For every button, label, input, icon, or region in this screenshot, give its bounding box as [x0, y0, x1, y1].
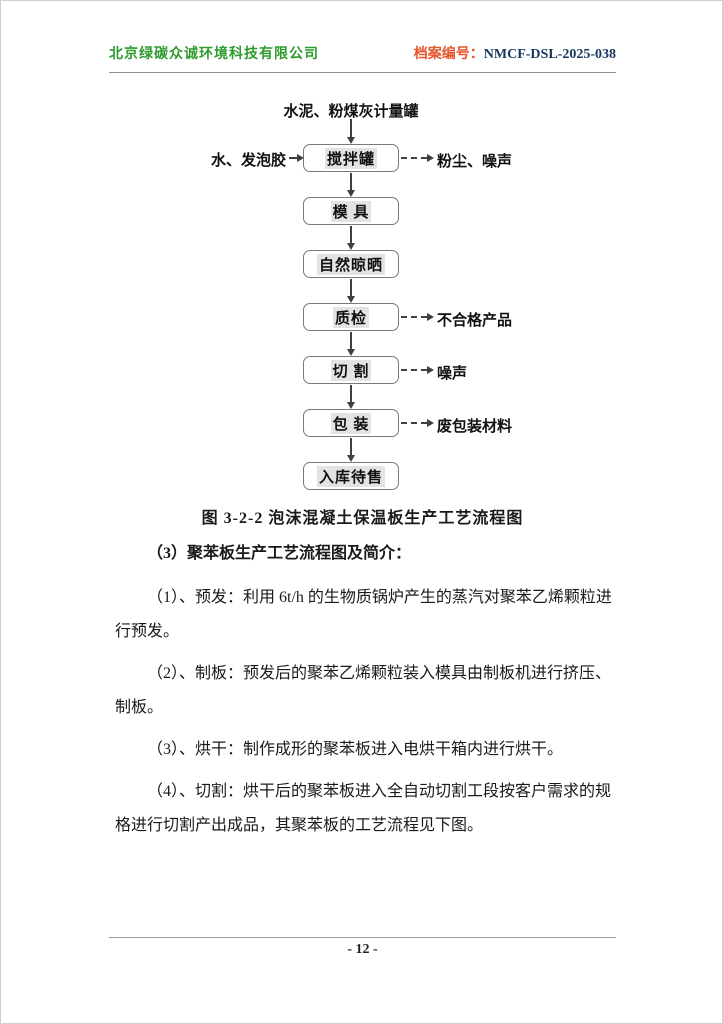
paragraph-board-making: （2）、制板：预发后的聚苯乙烯颗粒装入模具由制板机进行挤压、制板。	[115, 665, 612, 716]
dashed-right-arrow-icon	[401, 366, 434, 374]
flow-node-label: 自然晾晒	[316, 253, 385, 275]
body-text: （3）聚苯板生产工艺流程图及简介： （1）、预发：利用 6t/h 的生物质锅炉产…	[115, 537, 615, 851]
flow-emission-dust-noise-label: 粉尘、噪声	[437, 154, 513, 170]
flow-node-label: 切 割	[330, 359, 372, 381]
flow-node-natural-drying: 自然晾晒	[303, 250, 399, 278]
flow-input-materials-label: 水泥、粉煤灰计量罐	[283, 104, 419, 120]
flow-emission-noise-label: 噪声	[437, 366, 468, 382]
down-arrow-icon	[346, 173, 355, 197]
archive-label: 档案编号：	[413, 47, 484, 62]
paragraph-drying: （3）、烘干：制作成形的聚苯板进入电烘干箱内进行烘干。	[147, 741, 564, 758]
flow-emission-rejects-label: 不合格产品	[437, 313, 513, 329]
down-arrow-icon	[346, 438, 355, 462]
flow-input-water-label: 水、发泡胶	[210, 153, 286, 169]
figure-caption: 图 3-2-2 泡沫混凝土保温板生产工艺流程图	[201, 510, 524, 527]
flow-emission-waste-packaging-label: 废包装材料	[437, 419, 513, 435]
section-heading: （3）聚苯板生产工艺流程图及简介：	[147, 545, 412, 562]
footer-divider	[109, 937, 616, 938]
flow-node-label: 质检	[332, 306, 369, 328]
page-header: 北京绿碳众诚环境科技有限公司 档案编号：NMCF-DSL-2025-038	[109, 43, 616, 63]
dashed-right-arrow-icon	[401, 419, 434, 427]
down-arrow-icon	[346, 226, 355, 250]
flow-node-label: 入库待售	[316, 465, 385, 487]
company-name: 北京绿碳众诚环境科技有限公司	[109, 47, 319, 62]
archive-number: NMCF-DSL-2025-038	[483, 47, 616, 62]
header-divider	[109, 72, 616, 73]
down-arrow-icon	[346, 332, 355, 356]
dashed-right-arrow-icon	[401, 313, 434, 321]
flow-node-quality-inspection: 质检	[303, 303, 399, 331]
down-arrow-icon	[346, 279, 355, 303]
paragraph-cutting: （4）、切割：烘干后的聚苯板进入全自动切割工段按客户需求的规格进行切割产出成品，…	[115, 783, 612, 834]
paragraph-prefoaming: （1）、预发：利用 6t/h 的生物质锅炉产生的蒸汽对聚苯乙烯颗粒进行预发。	[115, 589, 612, 640]
flow-node-mixing-tank: 搅拌罐	[303, 144, 399, 172]
flow-node-cutting: 切 割	[303, 356, 399, 384]
down-arrow-icon	[346, 119, 355, 144]
flow-node-warehouse: 入库待售	[303, 462, 399, 490]
process-flowchart: 水泥、粉煤灰计量罐 搅拌罐 水、发泡胶 粉尘、噪声 模 具 自然晾晒 质检 不合…	[1, 96, 722, 496]
flow-node-label: 包 装	[330, 412, 372, 434]
dashed-right-arrow-icon	[401, 154, 434, 162]
page-number: - 12 -	[347, 942, 378, 957]
right-arrow-icon	[289, 154, 304, 162]
flow-node-mold: 模 具	[303, 197, 399, 225]
flow-node-packing: 包 装	[303, 409, 399, 437]
archive-field: 档案编号：NMCF-DSL-2025-038	[414, 43, 616, 63]
down-arrow-icon	[346, 385, 355, 409]
flow-node-label: 模 具	[330, 200, 372, 222]
flow-node-label: 搅拌罐	[324, 147, 377, 169]
